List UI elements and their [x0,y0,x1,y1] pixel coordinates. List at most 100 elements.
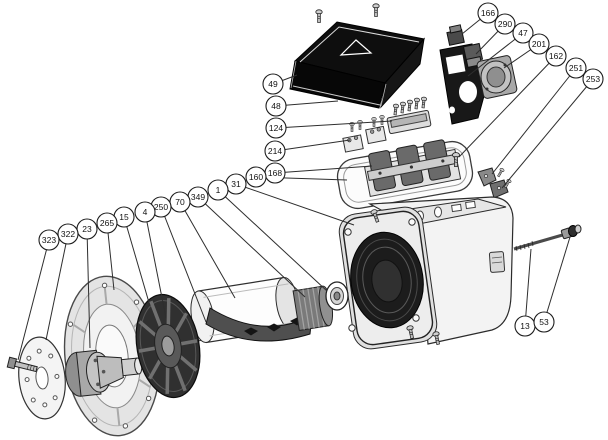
leader-line [467,32,524,77]
coupling-disc [18,336,66,420]
callout-balloon: 265 [96,212,118,234]
exciter-stack [292,285,334,331]
leader-line [543,236,571,323]
leader-line [160,206,207,323]
callout-balloon: 31 [225,173,247,195]
leader-line [197,196,306,298]
callout-number: 23 [82,224,92,234]
callout-circle [38,229,60,251]
leader-line [179,201,236,299]
callout-number: 290 [498,19,512,29]
callout-circle [565,57,587,79]
callout-number: 201 [532,39,546,49]
leader-line [106,222,115,291]
callout-balloon: 290 [494,13,516,35]
callout-number: 251 [569,63,583,73]
callout-number: 31 [231,179,241,189]
cover-screw-icon [372,3,380,17]
leader-line [217,189,328,292]
leader-line [86,228,91,349]
top-cover [289,21,425,109]
callout-circle [582,68,604,90]
stator-frame [338,196,514,350]
callout-balloon: 251 [565,57,587,79]
block-screw-icon [357,120,363,130]
callout-balloon: 47 [512,22,534,44]
leader-line [458,55,557,158]
terminal-blocks [342,125,387,153]
cover-screw-icon [315,9,323,23]
callout-balloons: 4948124214168160311349702504152652332232… [38,2,604,337]
callout-number: 166 [481,8,495,18]
callout-circle [264,140,286,162]
callout-number: 1 [216,185,221,195]
callout-balloon: 53 [533,311,555,333]
leader-line [17,239,50,361]
callout-number: 47 [518,28,528,38]
callout-balloon: 160 [245,166,267,188]
callout-balloon: 1 [207,179,229,201]
mount-bolt [6,356,38,373]
rotor-assembly [186,276,349,344]
round-receptacle [476,55,518,99]
callout-balloon: 214 [264,140,286,162]
callout-number: 250 [154,202,168,212]
callout-circle [245,166,267,188]
callout-circle [265,95,287,117]
callout-number: 349 [191,192,205,202]
callout-number: 15 [119,212,129,222]
leader-line [274,165,373,174]
cooling-fan [135,293,201,399]
callout-balloon: 4 [134,201,156,223]
callout-number: 53 [539,317,549,327]
callout-balloon: 162 [545,45,567,67]
leader-line [144,211,167,319]
callout-circle [207,179,229,201]
callout-circle [262,73,284,95]
callout-balloon: 23 [76,218,98,240]
callout-balloon: 48 [265,95,287,117]
leader-line [501,78,594,189]
callout-circle [134,201,156,223]
callout-circle [477,2,499,24]
block-screw-icon [379,115,385,125]
strip-screw-icon [392,103,400,116]
callout-number: 13 [520,321,530,331]
callout-balloon: 323 [38,229,60,251]
callout-balloon: 13 [514,315,536,337]
callout-balloon: 49 [262,73,284,95]
callout-balloon: 349 [187,186,209,208]
callout-circle [57,223,79,245]
terminal-strip [386,109,432,135]
callout-circle [494,13,516,35]
strip-screw-icon [399,101,407,114]
leader-line [123,216,151,307]
callout-number: 168 [268,168,282,178]
callout-number: 49 [268,79,278,89]
callout-circle [96,212,118,234]
callout-circle [512,22,534,44]
drive-hub [65,349,143,397]
callout-number: 160 [249,172,263,182]
strip-screw-icon [413,97,421,110]
rectifier-screw-icon [496,167,505,178]
callout-number: 265 [100,218,114,228]
leader-line [274,139,351,152]
callout-circle [528,33,550,55]
callout-balloon: 168 [264,162,286,184]
strip-screw-icon [406,99,414,112]
callout-balloon: 166 [477,2,499,24]
callout-balloon: 201 [528,33,550,55]
contactor-block [446,24,465,46]
callout-circle [545,45,567,67]
stud-nut [568,224,582,237]
leader-line [524,248,532,327]
callout-number: 162 [549,51,563,61]
callout-balloon: 70 [169,191,191,213]
callout-balloon: 253 [582,68,604,90]
callout-number: 323 [42,235,56,245]
callout-balloon: 322 [57,223,79,245]
callout-balloon: 15 [113,206,135,228]
leader-line [275,120,393,129]
